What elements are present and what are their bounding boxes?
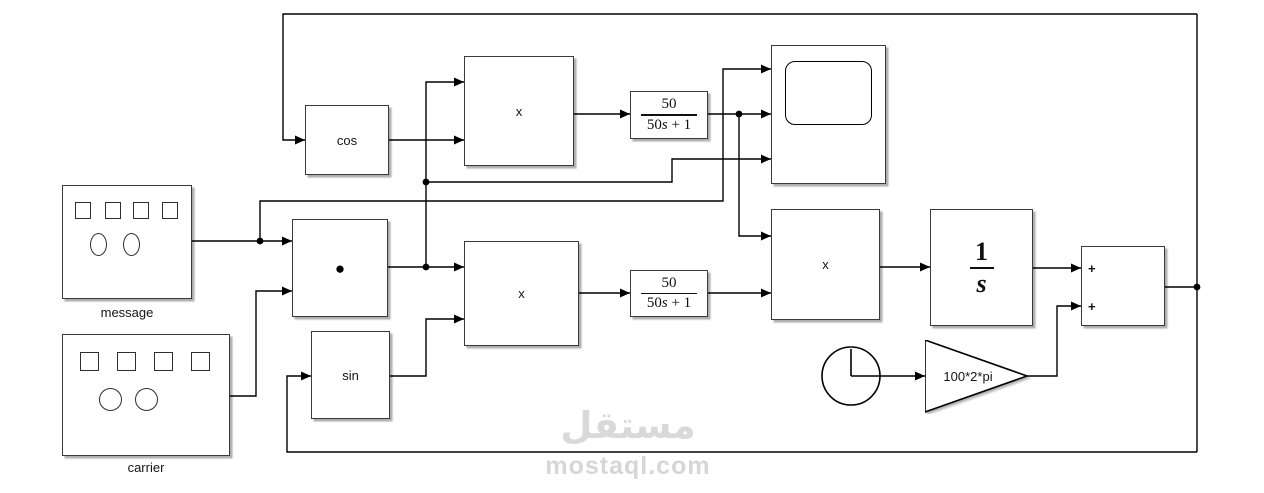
gain-label: 100*2*pi	[943, 369, 993, 384]
product-block-top[interactable]: x	[464, 56, 574, 166]
integrator-label: 1 s	[969, 238, 994, 297]
carrier-block-label: carrier	[127, 460, 165, 475]
sum-plus-bottom: +	[1088, 299, 1096, 314]
sum-block[interactable]: + +	[1081, 246, 1165, 326]
signal-square-icon	[191, 352, 210, 371]
signal-circle-icon	[99, 388, 122, 411]
transfer-fn-2-label: 50 50s + 1	[641, 275, 697, 312]
signal-circle-icon	[90, 233, 107, 256]
signal-circle-icon	[135, 388, 158, 411]
signal-square-icon	[154, 352, 173, 371]
sin-block[interactable]: sin	[311, 331, 390, 419]
signal-square-icon	[75, 202, 91, 219]
product-demod-label: x	[822, 257, 829, 272]
signal-square-icon	[80, 352, 99, 371]
integrator-block[interactable]: 1 s	[930, 209, 1033, 326]
product-mid-label: x	[518, 286, 525, 301]
signal-square-icon	[105, 202, 121, 219]
cos-label: cos	[336, 132, 358, 148]
signal-square-icon	[133, 202, 149, 219]
transfer-fn-1-label: 50 50s + 1	[641, 96, 697, 133]
message-block-label: message	[100, 305, 154, 320]
sum-plus-top: +	[1088, 261, 1096, 276]
lowpass-filter-1-block[interactable]: 50 50s + 1	[630, 91, 708, 139]
signal-square-icon	[162, 202, 178, 219]
watermark-latin: mostaql.com	[545, 452, 711, 480]
product-top-label: x	[515, 103, 523, 119]
dot-product-symbol: ●	[334, 258, 346, 278]
product-block-demod[interactable]: x	[771, 209, 880, 320]
scope-screen	[785, 61, 872, 125]
lowpass-filter-2-block[interactable]: 50 50s + 1	[630, 270, 708, 317]
watermark-arabic: مستقل	[560, 404, 696, 447]
carrier-source-block[interactable]	[62, 334, 230, 456]
signal-circle-icon	[123, 233, 140, 256]
clock-hands-icon	[850, 349, 880, 377]
message-source-block[interactable]	[62, 185, 192, 299]
cos-block[interactable]: cos	[305, 105, 389, 175]
gain-block[interactable]	[925, 340, 1031, 414]
scope-block[interactable]	[771, 45, 886, 184]
sin-label: sin	[342, 367, 359, 383]
clock-block[interactable]	[818, 343, 886, 411]
product-block-mid[interactable]: x	[464, 241, 579, 346]
dot-product-block[interactable]: ●	[292, 219, 388, 317]
signal-square-icon	[117, 352, 136, 371]
